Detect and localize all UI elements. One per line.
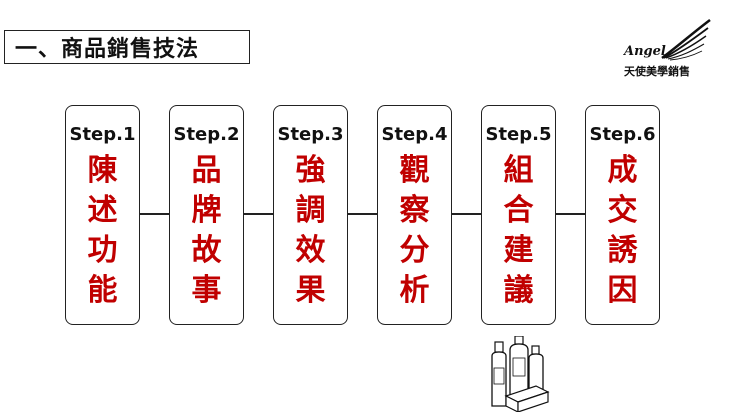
page-title: 一、商品銷售技法 <box>4 30 250 64</box>
step-char: 牌 <box>191 193 222 228</box>
product-bottles-icon <box>491 336 550 412</box>
step-char: 故 <box>191 233 222 268</box>
brand-logo: Angel 天使美學銷售 <box>612 18 712 84</box>
step-char: 成 <box>607 153 638 188</box>
step-char: 建 <box>503 233 534 268</box>
step-char: 察 <box>399 193 430 228</box>
step-char: 組 <box>503 153 534 188</box>
step-card-5: Step.5 組 合 建 議 <box>481 105 556 325</box>
step-card-3: Step.3 強 調 效 果 <box>273 105 348 325</box>
step-char: 交 <box>607 193 638 228</box>
step-char: 述 <box>87 193 118 228</box>
step-char: 誘 <box>607 233 638 268</box>
step-char: 因 <box>607 273 638 308</box>
step-char: 強 <box>295 153 326 188</box>
step-card-6: Step.6 成 交 誘 因 <box>585 105 660 325</box>
step-card-1: Step.1 陳 述 功 能 <box>65 105 140 325</box>
step-label: Step.1 <box>69 124 136 145</box>
step-char: 果 <box>295 273 326 308</box>
step-label: Step.6 <box>589 124 656 145</box>
step-label: Step.5 <box>485 124 552 145</box>
step-connector-line <box>140 213 590 215</box>
step-card-4: Step.4 觀 察 分 析 <box>377 105 452 325</box>
step-char: 效 <box>295 233 326 268</box>
step-text: 品 牌 故 事 <box>170 151 243 311</box>
step-text: 強 調 效 果 <box>274 151 347 311</box>
step-text: 組 合 建 議 <box>482 151 555 311</box>
step-char: 調 <box>295 193 326 228</box>
step-text: 陳 述 功 能 <box>66 151 139 311</box>
step-char: 功 <box>87 233 118 268</box>
step-text: 成 交 誘 因 <box>586 151 659 311</box>
step-char: 議 <box>503 273 534 308</box>
step-char: 陳 <box>87 153 118 188</box>
step-char: 能 <box>87 273 118 308</box>
step-label: Step.4 <box>381 124 448 145</box>
step-char: 析 <box>399 273 430 308</box>
step-char: 觀 <box>399 153 430 188</box>
step-char: 分 <box>399 233 430 268</box>
step-char: 事 <box>191 273 222 308</box>
step-label: Step.3 <box>277 124 344 145</box>
step-text: 觀 察 分 析 <box>378 151 451 311</box>
logo-subtitle: 天使美學銷售 <box>624 65 690 78</box>
step-card-2: Step.2 品 牌 故 事 <box>169 105 244 325</box>
logo-wordmark: Angel <box>624 44 666 59</box>
step-char: 合 <box>503 193 534 228</box>
step-char: 品 <box>191 153 222 188</box>
step-label: Step.2 <box>173 124 240 145</box>
angel-wing-icon <box>661 19 711 61</box>
